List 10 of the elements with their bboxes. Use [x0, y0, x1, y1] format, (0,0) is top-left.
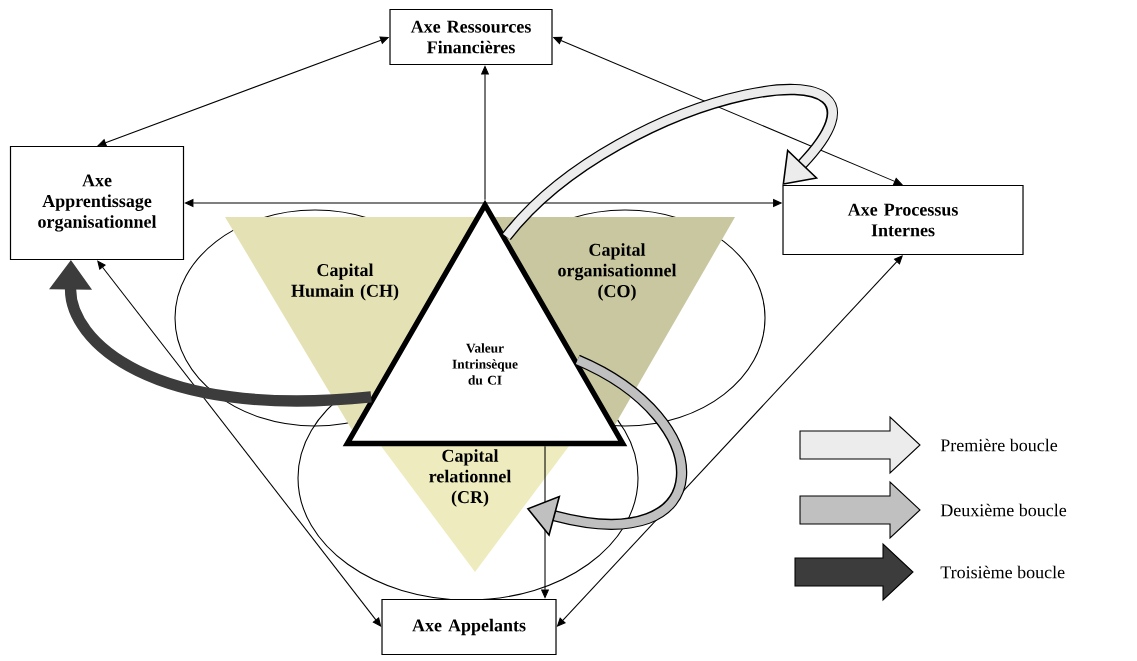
loop-arrow [502, 84, 838, 241]
arrow [97, 260, 382, 627]
axis-box: Axe Apprentissage organisationnel [9, 145, 185, 261]
axis-box: Axe Processus Internes [782, 184, 1024, 256]
legend-label: Première boucle [940, 438, 1058, 452]
legend-label: Deuxième boucle [940, 503, 1067, 517]
capital-label: Capital relationnel (CR) [429, 449, 512, 507]
axis-box: Axe Ressources Financières [389, 8, 553, 66]
legend-label: Troisième boucle [940, 565, 1065, 579]
axis-box: Axe Appelants [381, 598, 557, 656]
